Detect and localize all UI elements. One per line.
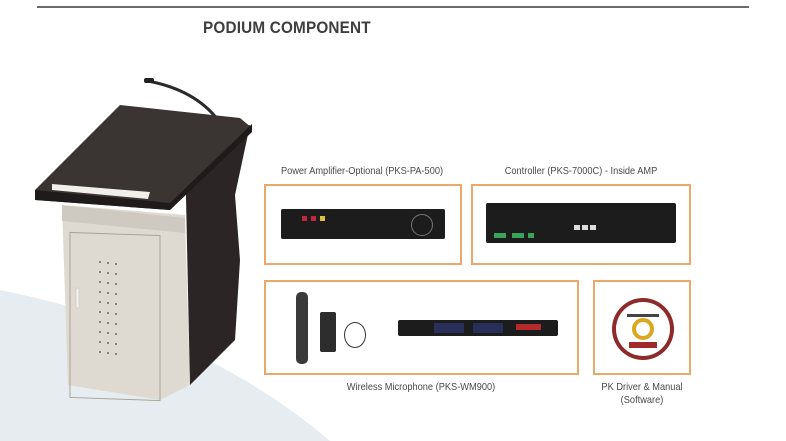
software-caption-line1: PK Driver & Manual	[601, 381, 683, 393]
handheld-mic-image	[296, 292, 308, 364]
power-amplifier-image	[281, 209, 445, 239]
wireless-receiver-image	[398, 320, 558, 336]
amp-caption: Power Amplifier-Optional (PKS-PA-500)	[280, 165, 444, 177]
bodypack-transmitter-image	[320, 312, 336, 352]
wireless-box	[264, 280, 579, 375]
controller-box	[471, 184, 691, 265]
page-title: PODIUM COMPONENT	[203, 18, 371, 37]
cd-disc-icon	[612, 298, 674, 360]
amp-box	[264, 184, 462, 265]
controller-caption: Controller (PKS-7000C) - Inside AMP	[504, 165, 658, 177]
lavalier-mic-image	[344, 322, 366, 348]
podium-illustration	[35, 78, 252, 402]
software-caption-line2: (Software)	[620, 394, 664, 406]
top-rule	[37, 6, 749, 8]
software-box	[593, 280, 691, 375]
wireless-caption: Wireless Microphone (PKS-WM900)	[346, 381, 496, 393]
controller-image	[486, 203, 676, 243]
